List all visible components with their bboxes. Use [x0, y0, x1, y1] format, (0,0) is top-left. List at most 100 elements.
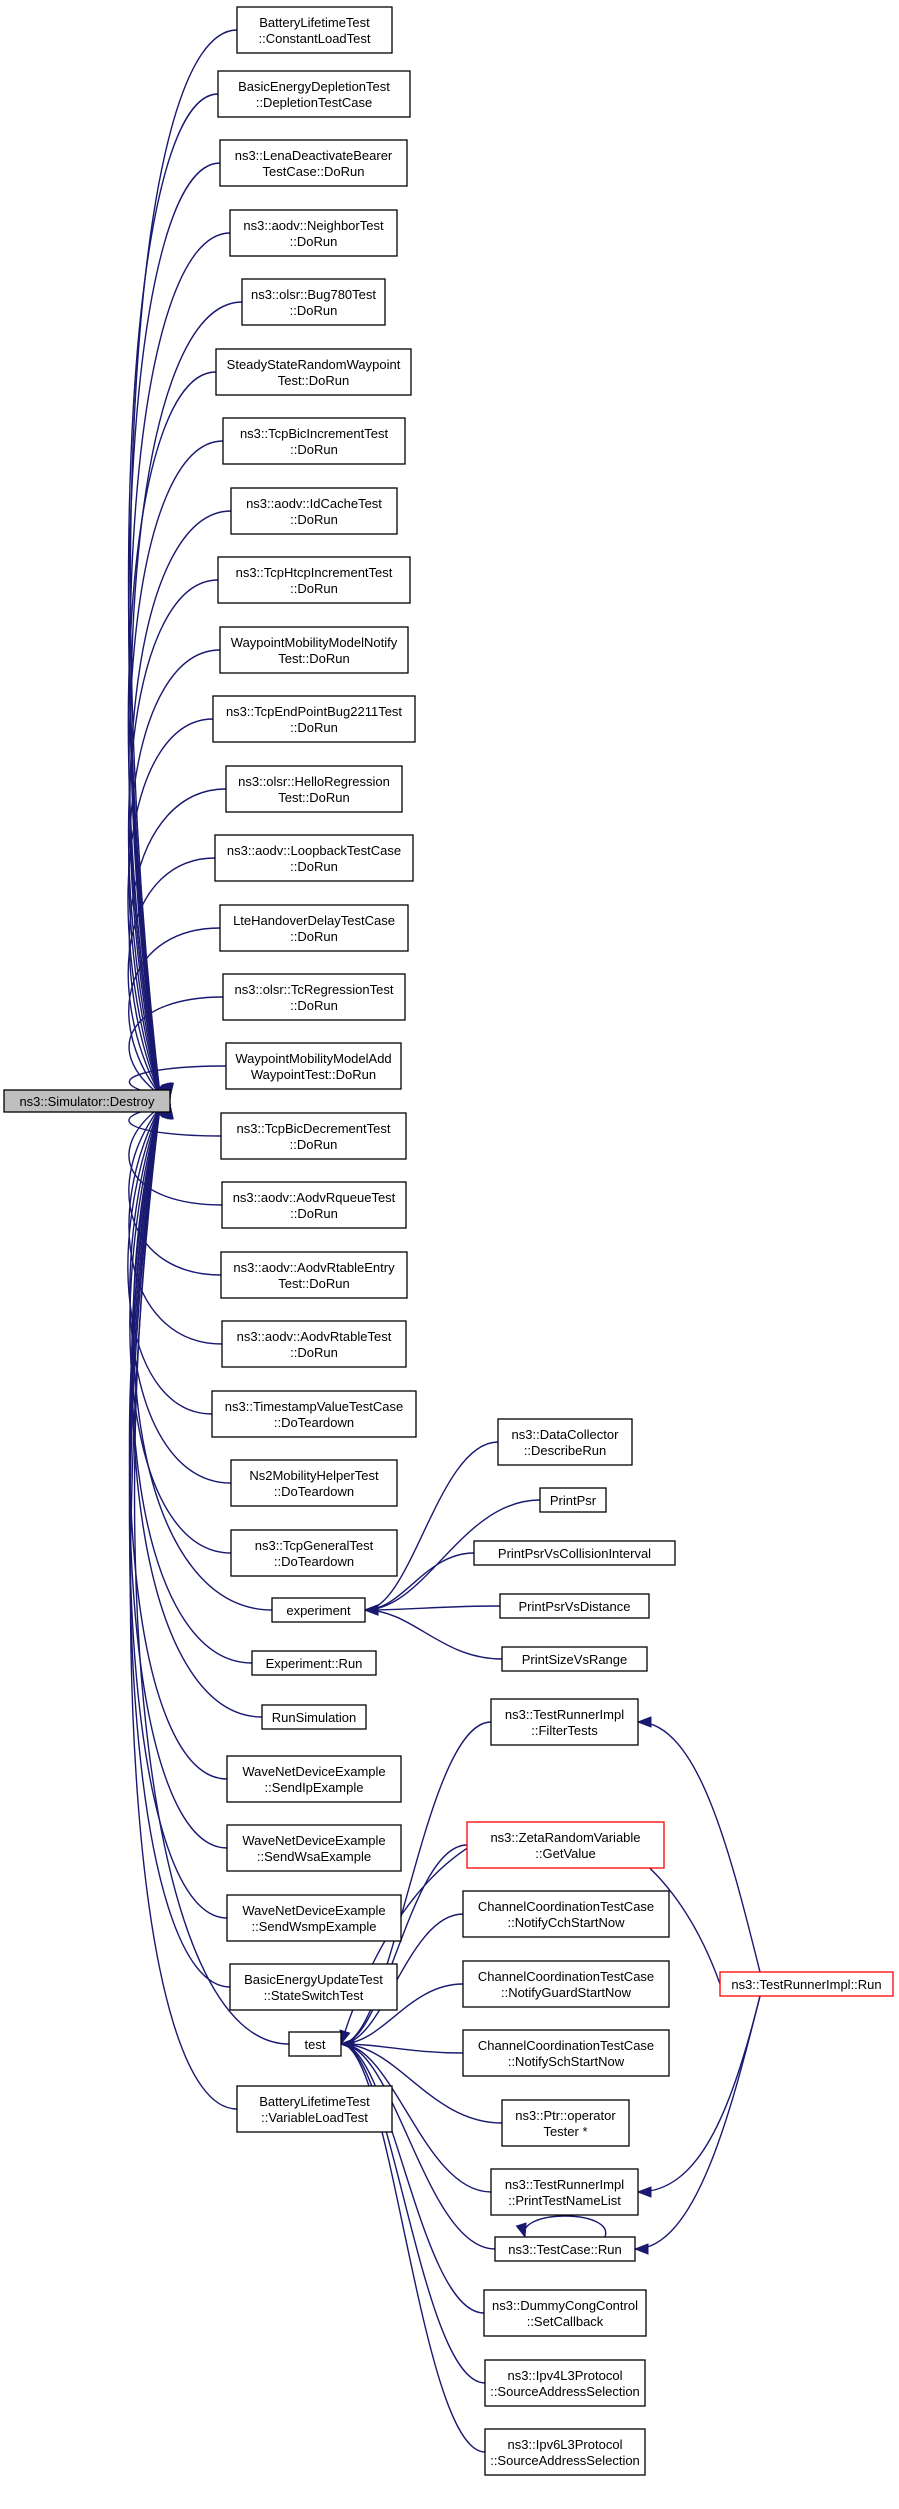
node-label: ::NotifySchStartNow [508, 2054, 625, 2069]
node-printpsr[interactable]: PrintPsr [539, 1487, 607, 1513]
node-label: ns3::aodv::LoopbackTestCase [227, 843, 401, 858]
edge-b2-to-destroy [127, 93, 219, 1096]
node-ns3-testrunnerimpl-run[interactable]: ns3::TestRunnerImpl::Run [719, 1971, 894, 1997]
node-channelcoordinationtestcase-notifyguardstartnow[interactable]: ChannelCoordinationTestCase::NotifyGuard… [462, 1960, 670, 2008]
node-ns3-aodv-loopbacktestcase-dorun[interactable]: ns3::aodv::LoopbackTestCase::DoRun [214, 834, 414, 882]
node-ns3-tcphtcpincrementtest-dorun[interactable]: ns3::TcpHtcpIncrementTest::DoRun [217, 556, 411, 604]
node-ns3-olsr-tcregressiontest-dorun[interactable]: ns3::olsr::TcRegressionTest::DoRun [222, 973, 406, 1021]
edge-b3-to-destroy [128, 162, 221, 1096]
node-batterylifetimetest-constantloadtest[interactable]: BatteryLifetimeTest::ConstantLoadTest [236, 6, 393, 54]
node-ns3-dummycongcontrol-setcallback[interactable]: ns3::DummyCongControl::SetCallback [483, 2289, 647, 2337]
node-box [484, 2428, 646, 2476]
node-printpsrvsdistance[interactable]: PrintPsrVsDistance [499, 1593, 650, 1619]
node-box [236, 6, 393, 54]
node-ns3-testcase-run[interactable]: ns3::TestCase::Run [494, 2236, 636, 2262]
node-basicenergydepletiontest-depletiontestcase[interactable]: BasicEnergyDepletionTest::DepletionTestC… [217, 70, 411, 118]
node-ns3-aodv-neighbortest-dorun[interactable]: ns3::aodv::NeighborTest::DoRun [229, 209, 398, 257]
edge-tcrun-to-test [340, 2043, 496, 2250]
node-label: ns3::TcpGeneralTest [255, 1538, 374, 1553]
node-label: ns3::TcpBicDecrementTest [237, 1121, 391, 1136]
node-channelcoordinationtestcase-notifyschstartnow[interactable]: ChannelCoordinationTestCase::NotifySchSt… [462, 2029, 670, 2077]
node-box [229, 1963, 398, 2011]
node-experiment[interactable]: experiment [271, 1597, 366, 1623]
node-box [501, 2099, 630, 2147]
node-label: ::StateSwitchTest [264, 1988, 364, 2003]
node-ns3-aodv-aodvrqueuetest-dorun[interactable]: ns3::aodv::AodvRqueueTest::DoRun [221, 1181, 407, 1229]
node-ns3-tcpendpointbug2211test-dorun[interactable]: ns3::TcpEndPointBug2211Test::DoRun [212, 695, 416, 743]
node-label: ::DoTeardown [274, 1484, 354, 1499]
node-wavenetdeviceexample-sendipexample[interactable]: WaveNetDeviceExample::SendIpExample [226, 1755, 402, 1803]
node-ns2mobilityhelpertest-doteardown[interactable]: Ns2MobilityHelperTest::DoTeardown [230, 1459, 398, 1507]
node-label: WaveNetDeviceExample [242, 1833, 385, 1848]
edge-ft-to-test [340, 1721, 492, 2045]
node-wavenetdeviceexample-sendwsaexample[interactable]: WaveNetDeviceExample::SendWsaExample [226, 1824, 402, 1872]
edge-w3-to-destroy [128, 1106, 228, 1919]
node-printpsrvscollisioninterval[interactable]: PrintPsrVsCollisionInterval [473, 1540, 676, 1566]
node-box [226, 1824, 402, 1872]
node-ns3-zetarandomvariable-getvalue[interactable]: ns3::ZetaRandomVariable::GetValue [466, 1821, 665, 1869]
node-ns3-datacollector-describerun[interactable]: ns3::DataCollector::DescribeRun [497, 1418, 633, 1466]
node-box [226, 1894, 402, 1942]
node-wavenetdeviceexample-sendwsmpexample[interactable]: WaveNetDeviceExample::SendWsmpExample [226, 1894, 402, 1942]
edge-psr-to-experiment-arrowhead [363, 1604, 379, 1616]
edge-b4-to-destroy [129, 232, 231, 1096]
node-ns3-simulator-destroy[interactable]: ns3::Simulator::Destroy [3, 1089, 171, 1113]
node-box [499, 1593, 650, 1619]
node-label: BasicEnergyUpdateTest [244, 1972, 383, 1987]
node-ns3-timestampvaluetestcase-doteardown[interactable]: ns3::TimestampValueTestCase::DoTeardown [211, 1390, 417, 1438]
node-ns3-olsr-bug780test-dorun[interactable]: ns3::olsr::Bug780Test::DoRun [241, 278, 386, 326]
node-label: ns3::aodv::AodvRtableTest [237, 1329, 392, 1344]
edge-ppd-to-experiment [364, 1605, 501, 1611]
node-experiment-run[interactable]: Experiment::Run [251, 1650, 377, 1676]
edge-b13-to-destroy [127, 857, 216, 1096]
node-channelcoordinationtestcase-notifycchstartnow[interactable]: ChannelCoordinationTestCase::NotifyCchSt… [462, 1890, 670, 1938]
edge-b18-to-destroy [128, 1106, 223, 1206]
node-ns3-tcpgeneraltest-doteardown[interactable]: ns3::TcpGeneralTest::DoTeardown [230, 1529, 398, 1577]
edge-trrun-to-printtestnamelist [637, 1995, 761, 2193]
node-ns3-tcpbicincrementtest-dorun[interactable]: ns3::TcpBicIncrementTest::DoRun [222, 417, 406, 465]
edge-testcase-run-self-loop-arrowhead [515, 2222, 527, 2239]
node-basicenergyupdatetest-stateswitchtest[interactable]: BasicEnergyUpdateTest::StateSwitchTest [229, 1963, 398, 2011]
node-ns3-testrunnerimpl-printtestnamelist[interactable]: ns3::TestRunnerImpl::PrintTestNameList [490, 2168, 639, 2216]
node-box [212, 695, 416, 743]
node-label: ns3::Ipv4L3Protocol [508, 2368, 623, 2383]
node-ns3-testrunnerimpl-filtertests[interactable]: ns3::TestRunnerImpl::FilterTests [490, 1698, 639, 1746]
node-label: ns3::aodv::NeighborTest [243, 218, 384, 233]
node-ns3-ipv4l3protocol-sourceaddressselection[interactable]: ns3::Ipv4L3Protocol::SourceAddressSelect… [484, 2359, 646, 2407]
node-label: WaypointMobilityModelAdd [235, 1051, 391, 1066]
node-box [462, 2029, 670, 2077]
node-label: ::SendWsaExample [257, 1849, 371, 1864]
node-ns3-aodv-idcachetest-dorun[interactable]: ns3::aodv::IdCacheTest::DoRun [230, 487, 398, 535]
node-label: PrintPsr [550, 1493, 597, 1508]
node-box [217, 556, 411, 604]
node-label: ns3::DummyCongControl [492, 2298, 638, 2313]
node-label: ns3::aodv::AodvRtableEntry [233, 1260, 395, 1275]
node-label: ::GetValue [535, 1846, 595, 1861]
node-box [226, 1755, 402, 1803]
node-batterylifetimetest-variableloadtest[interactable]: BatteryLifetimeTest::VariableLoadTest [236, 2085, 393, 2133]
node-box [261, 1704, 367, 1730]
node-test[interactable]: test [288, 2031, 342, 2057]
node-label: ns3::TestCase::Run [508, 2242, 621, 2257]
node-label: ns3::Ptr::operator [515, 2108, 616, 2123]
node-label: LteHandoverDelayTestCase [233, 913, 395, 928]
edge-b10-to-destroy [128, 649, 221, 1096]
node-runsimulation[interactable]: RunSimulation [261, 1704, 367, 1730]
node-box [473, 1540, 676, 1566]
node-label: ns3::Ipv6L3Protocol [508, 2437, 623, 2452]
node-ns3-aodv-aodvrtabletest-dorun[interactable]: ns3::aodv::AodvRtableTest::DoRun [221, 1320, 407, 1368]
node-printsizevsrange[interactable]: PrintSizeVsRange [501, 1646, 648, 1672]
edge-b6-to-destroy [127, 371, 217, 1096]
node-ns3-ipv6l3protocol-sourceaddressselection[interactable]: ns3::Ipv6L3Protocol::SourceAddressSelect… [484, 2428, 646, 2476]
edge-ip6-to-test [340, 2043, 486, 2453]
node-waypointmobilitymodeladd-waypointtest-dorun[interactable]: WaypointMobilityModelAddWaypointTest::Do… [225, 1042, 402, 1090]
node-label: ::FilterTests [531, 1723, 598, 1738]
node-ns3-tcpbicdecrementtest-dorun[interactable]: ns3::TcpBicDecrementTest::DoRun [220, 1112, 407, 1160]
node-ltehandoverdelaytestcase-dorun[interactable]: LteHandoverDelayTestCase::DoRun [219, 904, 409, 952]
